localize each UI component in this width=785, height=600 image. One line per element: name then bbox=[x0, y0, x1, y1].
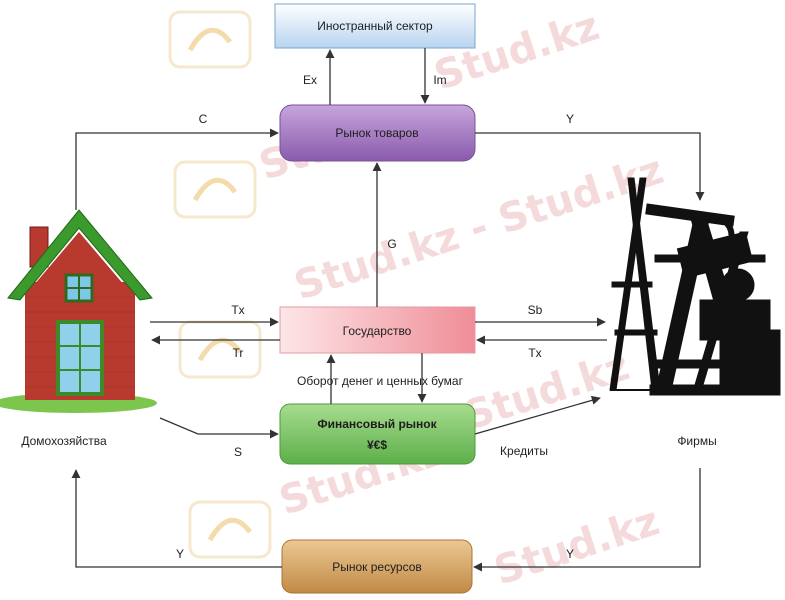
resource-market-box: Рынок ресурсов bbox=[281, 539, 473, 594]
flow-label-g: G bbox=[387, 237, 396, 251]
flow-label-tx-firms: Tx bbox=[528, 346, 541, 360]
government-box: Государство bbox=[279, 306, 476, 354]
flow-label-y-resources-left: Y bbox=[176, 547, 184, 561]
oil-pump-icon bbox=[609, 177, 781, 396]
flow-label-ex: Ex bbox=[303, 73, 317, 87]
watermark-layer: Stud.kz Stud.kz - Stud.kz Stud.kz Stud.k… bbox=[168, 3, 669, 595]
arrow-y-resources-firms bbox=[473, 468, 701, 572]
arrow-savings bbox=[159, 417, 279, 439]
flow-arrows bbox=[71, 48, 705, 572]
watermark-logo-icon bbox=[188, 500, 272, 559]
goods-market-box: Рынок товаров bbox=[279, 104, 476, 162]
arrow-consumption bbox=[75, 128, 279, 210]
flow-label-sb: Sb bbox=[528, 303, 543, 317]
flow-label-im: Im bbox=[433, 73, 446, 87]
government-label: Государство bbox=[343, 324, 412, 338]
arrow-credits bbox=[474, 395, 601, 435]
watermark-text: Stud.kz bbox=[459, 343, 635, 439]
resource-market-label: Рынок ресурсов bbox=[332, 560, 422, 574]
flow-label-credits: Кредиты bbox=[500, 444, 548, 458]
watermark-logo-icon bbox=[178, 320, 262, 379]
watermark-text: Stud.kz bbox=[489, 498, 665, 594]
foreign-sector-label: Иностранный сектор bbox=[317, 19, 433, 33]
households-label: Домохозяйства bbox=[21, 434, 107, 448]
foreign-sector-box: Иностранный сектор bbox=[274, 3, 476, 49]
flow-label-money-turnover: Оборот денег и ценных бумаг bbox=[297, 374, 464, 388]
watermark-logo-icon bbox=[168, 10, 252, 69]
goods-market-label: Рынок товаров bbox=[335, 126, 418, 140]
financial-market-label: Финансовый рынок bbox=[317, 417, 437, 431]
watermark-logo-icon bbox=[173, 160, 257, 219]
arrow-y-resources-households bbox=[71, 469, 282, 568]
flow-label-y-resources-right: Y bbox=[566, 547, 574, 561]
firms-label: Фирмы bbox=[677, 434, 716, 448]
flow-label-s: S bbox=[234, 445, 242, 459]
house-icon bbox=[0, 209, 157, 413]
flow-label-c: C bbox=[199, 112, 208, 126]
flow-label-tr: Tr bbox=[233, 346, 244, 360]
arrow-y-goods bbox=[475, 132, 705, 201]
flow-label-tx-households: Tx bbox=[231, 303, 244, 317]
financial-market-box: Финансовый рынок ¥€$ bbox=[279, 403, 476, 465]
financial-market-currency-label: ¥€$ bbox=[367, 438, 387, 452]
flow-label-y-goods: Y bbox=[566, 112, 574, 126]
